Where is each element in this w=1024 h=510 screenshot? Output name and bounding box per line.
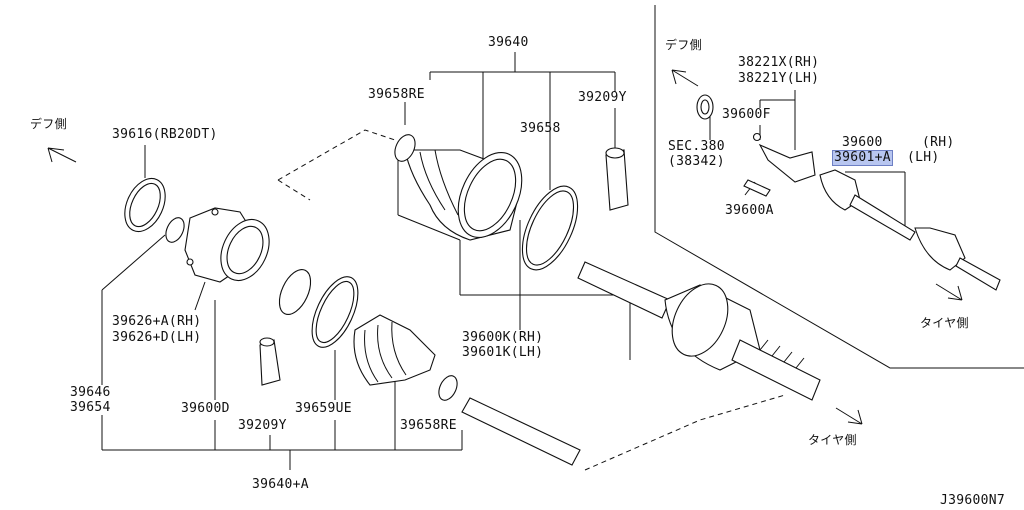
label-39209y-top: 39209Y: [578, 90, 627, 105]
inset-frame: [654, 5, 1024, 369]
band-39658re-top: [394, 134, 416, 162]
label-39659ue: 39659UE: [295, 401, 352, 416]
arrow-diff-left-icon: [47, 147, 77, 163]
dashed-boundary: [277, 129, 396, 181]
label-39626a: 39626+A(RH): [112, 314, 202, 329]
drive-shaft-39600: [819, 169, 1001, 291]
bolt-39600a: [743, 179, 771, 197]
label-tire-bottom: タイヤ側: [808, 433, 857, 447]
leader-inset: [709, 90, 906, 232]
label-39654: 39654: [70, 400, 111, 415]
label-39600a: 39600A: [725, 203, 774, 218]
inner-shaft: [461, 397, 581, 466]
outer-shaft-assembly: [577, 261, 821, 401]
leader-39640: [404, 52, 616, 190]
leader-39640a: [101, 145, 463, 470]
grease-tube-bottom: [259, 339, 281, 386]
label-39658: 39658: [520, 121, 561, 136]
label-39209y-bottom: 39209Y: [238, 418, 287, 433]
label-39600k: 39600K(RH): [462, 330, 544, 345]
label-38221y: 38221Y(LH): [738, 71, 820, 86]
label-39616: 39616(RB20DT): [112, 127, 218, 142]
stub-shaft-38221: [758, 143, 816, 183]
label-39658re-bottom: 39658RE: [400, 418, 457, 433]
label-39601k: 39601K(LH): [462, 345, 544, 360]
label-39600: 39600: [842, 135, 883, 150]
arrow-tire-right-icon: [935, 283, 963, 301]
ring-39600d: [278, 269, 312, 315]
label-rh: (RH): [922, 135, 955, 150]
leader-39600k: [397, 160, 631, 360]
arrow-diff-right-icon: [671, 69, 699, 87]
label-39658re-top: 39658RE: [368, 87, 425, 102]
label-39640a: 39640+A: [252, 477, 309, 492]
diagram-code: J39600N7: [940, 493, 1006, 508]
circlip-small: [165, 217, 185, 243]
joint-housing-39626: [184, 207, 270, 283]
label-39626d: 39626+D(LH): [112, 330, 202, 345]
label-38342: (38342): [668, 154, 725, 169]
grease-tube-top: [605, 149, 629, 211]
label-39601a-highlighted[interactable]: 39601+A: [832, 150, 893, 166]
o-ring-39600f: [752, 132, 762, 142]
label-39646: 39646: [70, 385, 111, 400]
boot-inner: [353, 314, 436, 386]
label-tire-right: タイヤ側: [920, 316, 969, 330]
label-diff-right: デフ側: [665, 38, 702, 52]
label-39600d: 39600D: [181, 401, 230, 416]
label-sec380: SEC.380: [668, 139, 725, 154]
boot-outer: [404, 149, 523, 241]
label-39600f: 39600F: [722, 107, 771, 122]
label-diff-left: デフ側: [30, 117, 67, 131]
band-39658re-bottom: [438, 375, 458, 401]
arrow-tire-bottom-icon: [835, 407, 863, 425]
label-39640: 39640: [488, 35, 529, 50]
label-lh: (LH): [907, 150, 940, 165]
label-38221x: 38221X(RH): [738, 55, 820, 70]
